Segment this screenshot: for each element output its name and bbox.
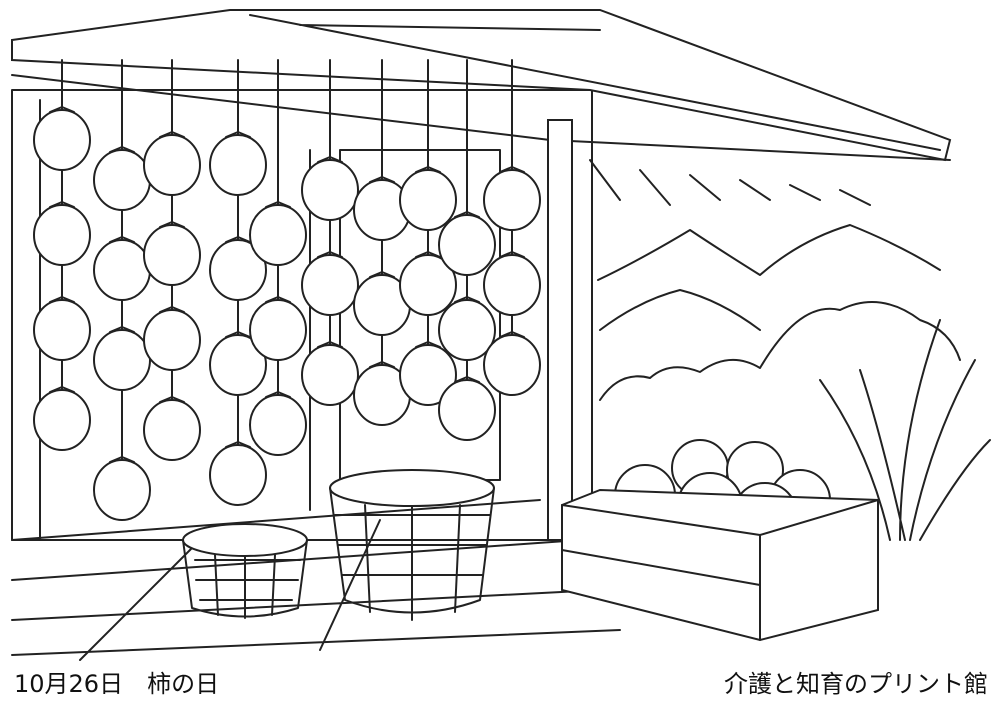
persimmon-calyx — [499, 166, 525, 173]
persimmon — [33, 389, 91, 451]
persimmon-calyx — [225, 331, 251, 338]
persimmon-calyx — [49, 201, 75, 208]
persimmon-calyx — [454, 376, 480, 383]
persimmon — [93, 329, 151, 391]
persimmon — [483, 334, 541, 396]
persimmon — [143, 399, 201, 461]
persimmon — [93, 459, 151, 521]
mountains — [597, 224, 961, 401]
persimmon — [143, 134, 201, 196]
persimmon — [249, 204, 307, 266]
persimmon — [301, 159, 359, 221]
persimmon — [249, 299, 307, 361]
persimmon — [143, 224, 201, 286]
persimmon-calyx — [499, 331, 525, 338]
persimmon — [438, 214, 496, 276]
persimmon — [301, 254, 359, 316]
persimmon — [209, 444, 267, 506]
persimmon-calyx — [49, 106, 75, 113]
persimmon-calyx — [415, 251, 441, 258]
persimmon — [438, 299, 496, 361]
persimmon — [209, 239, 267, 301]
persimmon-calyx — [369, 271, 395, 278]
persimmon — [209, 334, 267, 396]
persimmon — [209, 134, 267, 196]
persimmon-crate — [561, 439, 879, 642]
persimmon — [399, 254, 457, 316]
post — [547, 119, 573, 541]
date-title-caption: 10月26日 柿の日 — [14, 670, 220, 698]
persimmon — [93, 239, 151, 301]
persimmon-calyx — [109, 146, 135, 153]
persimmon — [249, 394, 307, 456]
persimmon-calyx — [499, 251, 525, 258]
persimmon — [143, 309, 201, 371]
persimmon-calyx — [159, 131, 185, 138]
persimmon-calyx — [454, 296, 480, 303]
persimmon-calyx — [109, 326, 135, 333]
site-credit-caption: 介護と知育のプリント館 — [724, 670, 988, 698]
persimmon-calyx — [415, 341, 441, 348]
persimmon — [33, 109, 91, 171]
persimmon — [483, 254, 541, 316]
large-basket — [329, 469, 495, 621]
small-basket — [182, 523, 308, 619]
pampas-grass — [819, 319, 991, 541]
persimmon-calyx — [49, 386, 75, 393]
persimmon-calyx — [369, 176, 395, 183]
persimmon-calyx — [454, 211, 480, 218]
persimmon-calyx — [225, 441, 251, 448]
wooden-floor — [11, 499, 621, 661]
persimmon-calyx — [317, 341, 343, 348]
persimmon — [399, 344, 457, 406]
persimmon-calyx — [159, 221, 185, 228]
roof — [11, 9, 952, 541]
persimmon-calyx — [159, 396, 185, 403]
persimmon-calyx — [415, 166, 441, 173]
persimmon-calyx — [369, 361, 395, 368]
persimmon-calyx — [225, 131, 251, 138]
persimmon-calyx — [317, 156, 343, 163]
persimmon — [483, 169, 541, 231]
persimmon-calyx — [109, 456, 135, 463]
persimmon — [438, 379, 496, 441]
persimmon — [301, 344, 359, 406]
persimmon-calyx — [317, 251, 343, 258]
persimmon — [33, 299, 91, 361]
hanging-persimmons — [33, 59, 541, 521]
persimmon-calyx — [265, 296, 291, 303]
persimmon — [33, 204, 91, 266]
persimmon — [399, 169, 457, 231]
persimmon-calyx — [109, 236, 135, 243]
persimmon-calyx — [225, 236, 251, 243]
persimmon — [93, 149, 151, 211]
persimmon-calyx — [265, 391, 291, 398]
persimmon-calyx — [265, 201, 291, 208]
persimmon-calyx — [159, 306, 185, 313]
persimmon-calyx — [49, 296, 75, 303]
